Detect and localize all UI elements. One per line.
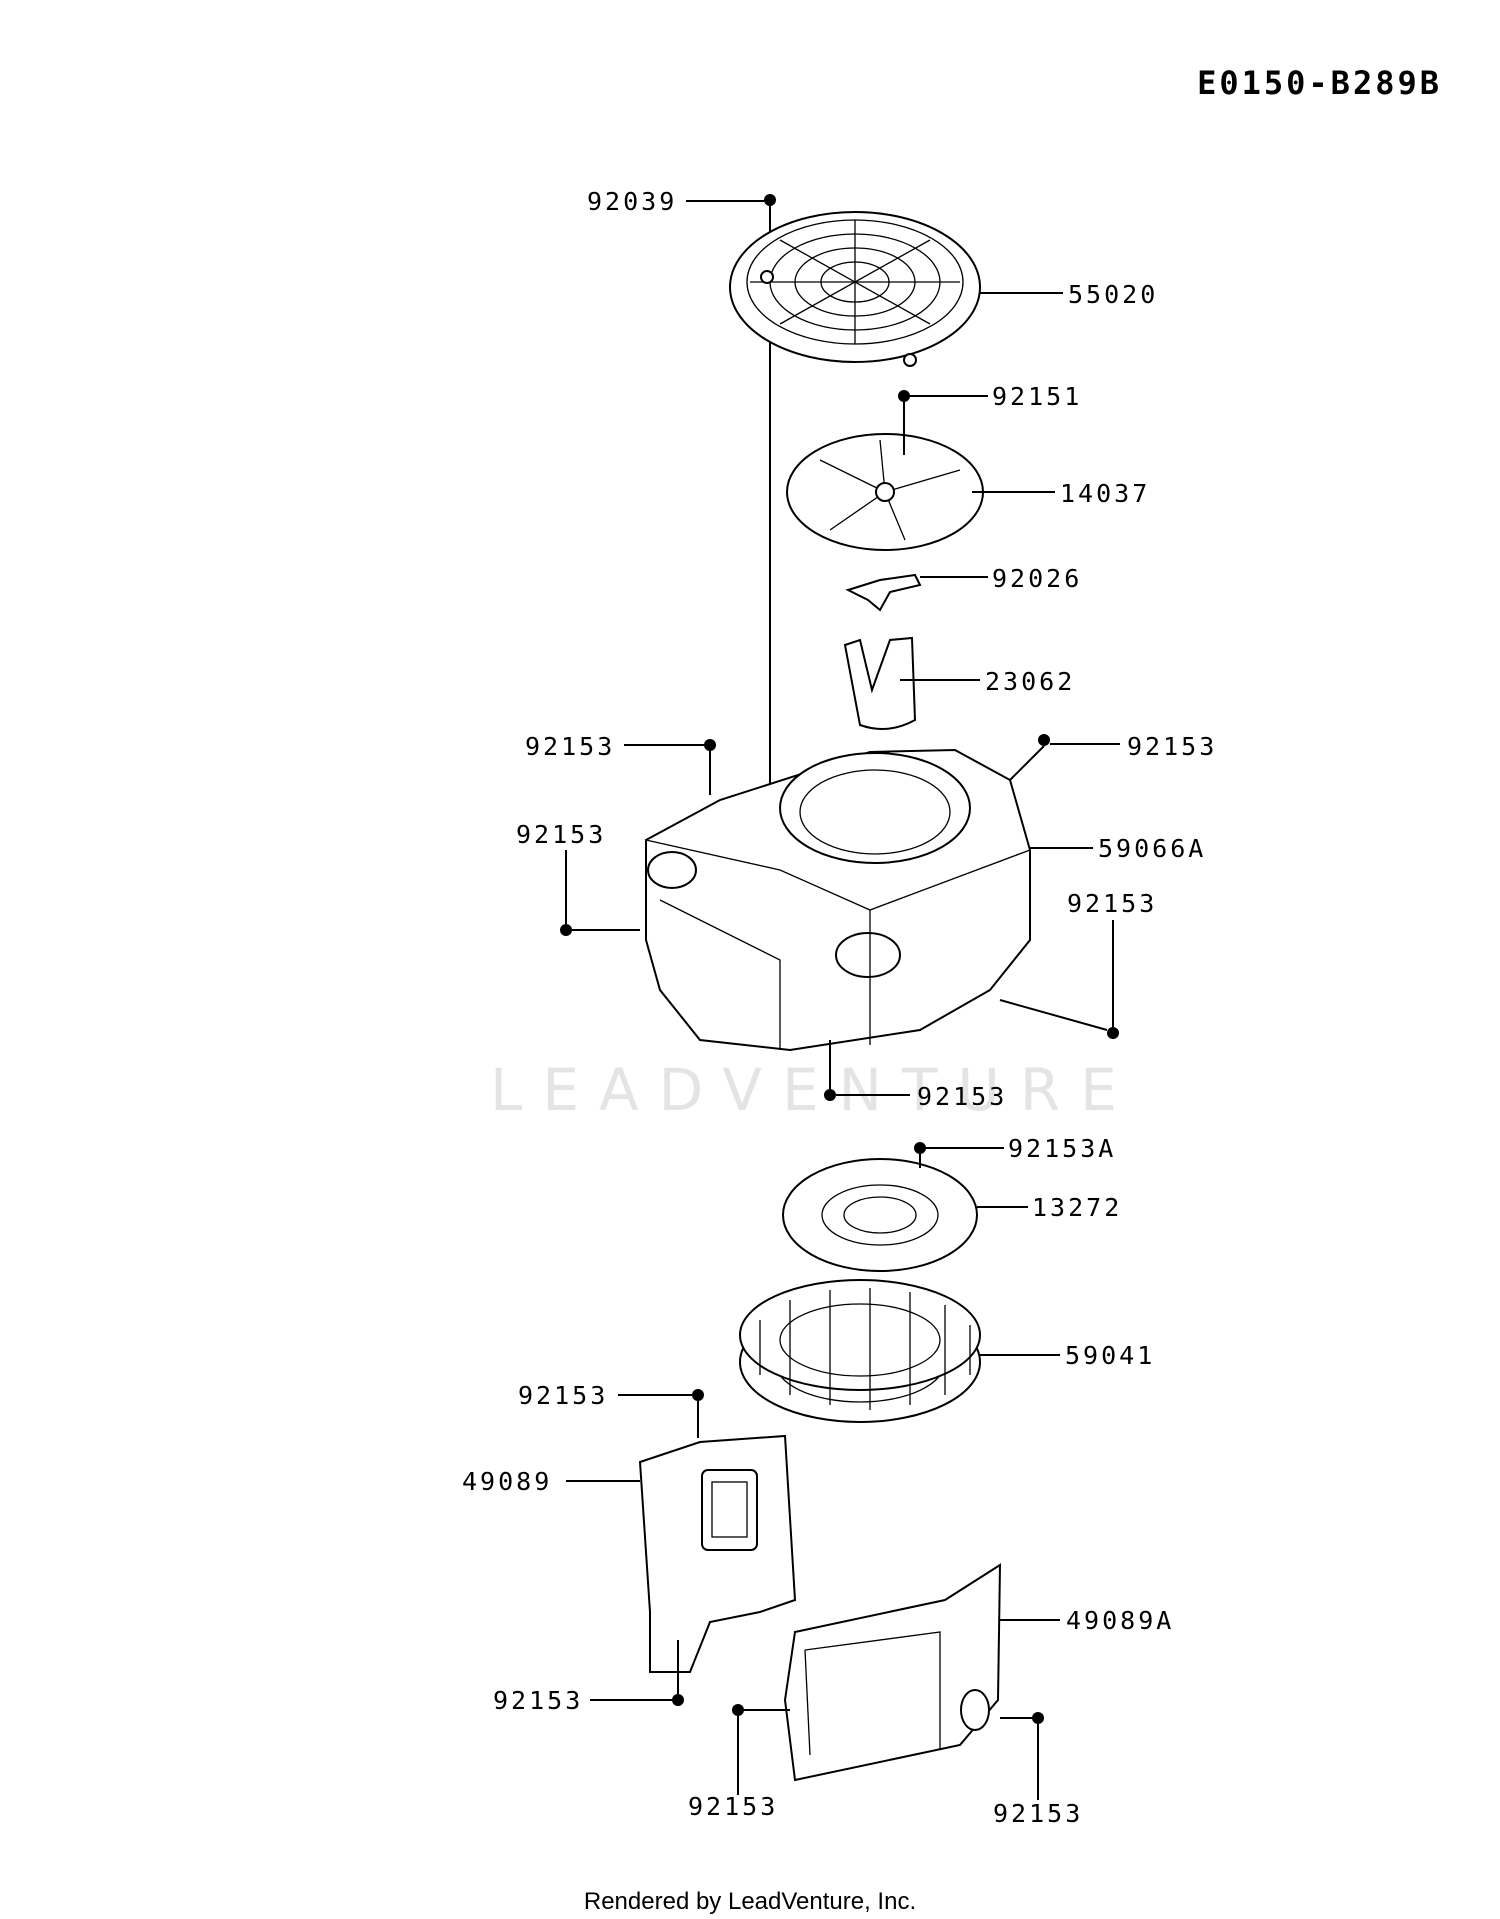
- part-label: 92039: [587, 187, 677, 216]
- shroud-49089A-drawing: [783, 1563, 1002, 1782]
- part-label: 92153: [516, 820, 606, 849]
- part-label: 13272: [1032, 1193, 1122, 1222]
- part-label: 55020: [1068, 280, 1158, 309]
- part-label: 59066A: [1098, 834, 1206, 863]
- part-label: 23062: [985, 667, 1075, 696]
- fan-housing-59066A-drawing: [645, 748, 1031, 1052]
- part-label: 92153: [993, 1799, 1083, 1828]
- fan-screen-55020-drawing: [729, 211, 981, 367]
- part-label: 92153A: [1008, 1134, 1116, 1163]
- fastener-dots: [560, 194, 1119, 1724]
- part-label: 92153: [518, 1381, 608, 1410]
- part-label: 59041: [1065, 1341, 1155, 1370]
- part-label: 92153: [917, 1082, 1007, 1111]
- part-label: 92026: [992, 564, 1082, 593]
- leader-lines: [565, 200, 1120, 1800]
- footer-credit: Rendered by LeadVenture, Inc.: [583, 1888, 917, 1915]
- part-label: 92153: [688, 1792, 778, 1821]
- part-label: 92151: [992, 382, 1082, 411]
- part-label: 92153: [493, 1686, 583, 1715]
- part-label: 92153: [525, 732, 615, 761]
- part-label: 14037: [1060, 479, 1150, 508]
- watermark-text: LEADVENTURE: [490, 1056, 1137, 1124]
- fan-59041-drawing: [739, 1279, 981, 1423]
- bracket-92026-drawing: [845, 573, 922, 612]
- part-label: 92153: [1067, 889, 1157, 918]
- part-label: 92153: [1127, 732, 1217, 761]
- diagram-code: E0150-B289B: [1197, 64, 1442, 102]
- part-labels: 92039 55020 92151 14037 92026 23062 9215…: [462, 187, 1217, 1828]
- shroud-49089-drawing: [638, 1434, 797, 1673]
- part-label: 49089A: [1066, 1606, 1174, 1635]
- part-label: 49089: [462, 1467, 552, 1496]
- plate-13272-drawing: [782, 1158, 978, 1272]
- disc-14037-drawing: [786, 433, 984, 551]
- guide-23062-drawing: [843, 636, 917, 730]
